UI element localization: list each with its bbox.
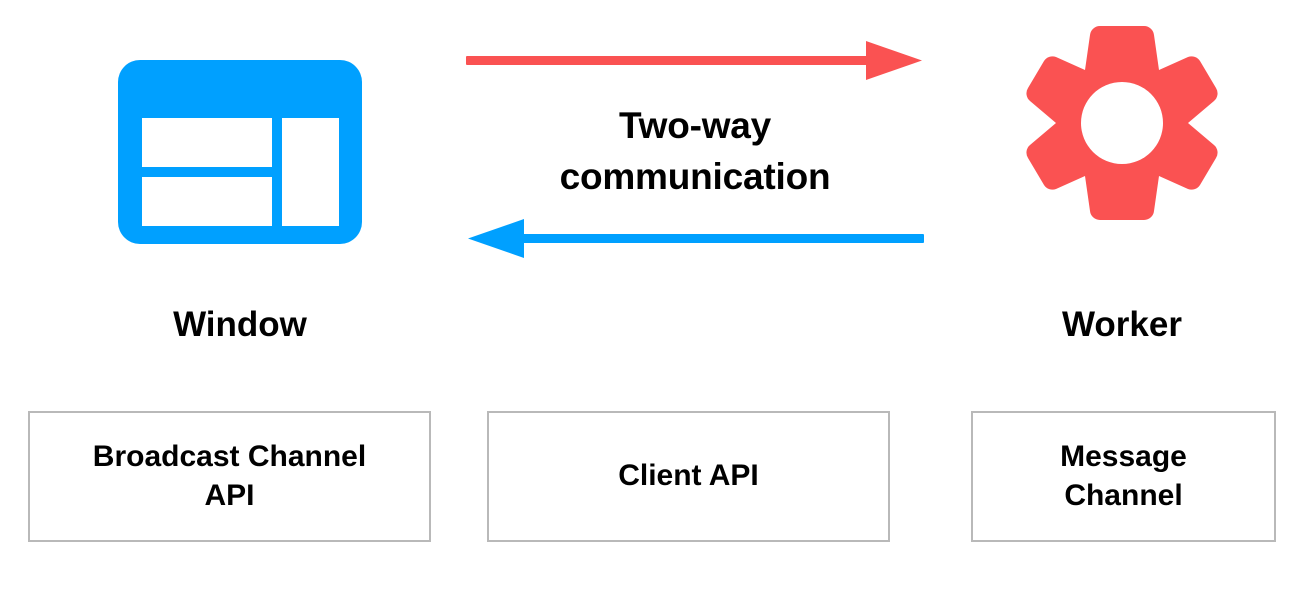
window-icon-pane-top-left [142, 118, 272, 167]
arrow-worker-to-window [462, 216, 928, 262]
api-box-label: Broadcast Channel API [92, 440, 367, 512]
window-icon-pane-bottom-left [142, 177, 272, 226]
diagram-caption: Two-way communication [464, 100, 926, 202]
caption-line-2: communication [559, 156, 831, 198]
api-box-broadcast-channel-api: Broadcast Channel API [28, 411, 431, 542]
gear-icon [1016, 26, 1228, 252]
api-box-label: Message Channel [1060, 440, 1187, 512]
api-box-message-channel: Message Channel [971, 411, 1276, 542]
api-box-label: Client API [618, 459, 759, 493]
window-icon-pane-right [282, 118, 339, 226]
window-node-label: Window [173, 305, 307, 344]
api-box-client-api: Client API [487, 411, 890, 542]
worker-node-label: Worker [1062, 305, 1182, 344]
caption-line-1: Two-way [618, 105, 772, 146]
arrow-window-to-worker [462, 38, 928, 84]
browser-window-icon [118, 60, 362, 244]
